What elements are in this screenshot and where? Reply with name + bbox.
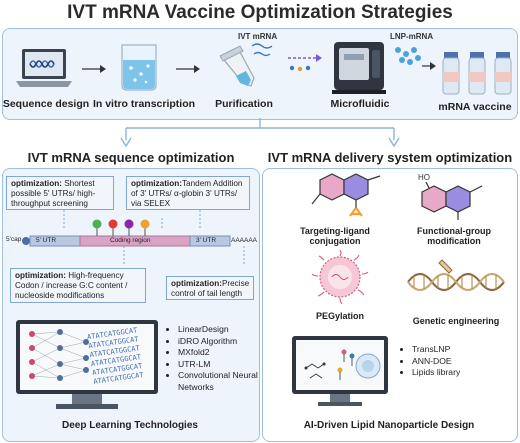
genetic-engineering-caption: Genetic engineering — [412, 316, 500, 326]
arrow-icon — [395, 47, 436, 70]
deep-learning-tools-list: LinearDesign iDRO Algorithm MXfold2 UTR-… — [168, 324, 262, 393]
pegylation-caption: PEGylation — [315, 311, 364, 321]
list-item: Lipids library — [412, 367, 512, 379]
step-label-mrna-vaccine: mRNA vaccine — [438, 101, 512, 113]
optimization-box-5utr: optimization: Shortest possible 5' UTRs/… — [6, 176, 114, 210]
step-label-in-vitro-transcription: In vitro transcription — [92, 98, 196, 110]
list-item: UTR-LM — [178, 359, 262, 371]
genetic-engineering-dna-icon — [407, 259, 505, 291]
optimization-label: optimization: — [11, 179, 62, 188]
targeting-ligand-molecule-icon — [311, 173, 381, 217]
vaccine-vials-icon — [442, 52, 512, 95]
neural-network-monitor-icon — [16, 320, 158, 409]
microfluidic-machine-icon — [332, 42, 386, 94]
list-item: MXfold2 — [178, 347, 262, 359]
ai-tools-list: TransLNP ANN-DOE Lipids library — [402, 344, 512, 379]
poly-a-tail-label: AAAAAA — [231, 237, 258, 244]
optimization-box-coding: optimization: High-frequency Codon / inc… — [10, 268, 146, 303]
page-title: IVT mRNA Vaccine Optimization Strategies — [67, 2, 453, 23]
arrow-icon — [82, 65, 106, 73]
list-item: TransLNP — [412, 344, 512, 356]
functional-group-molecule-icon: HO — [418, 173, 483, 220]
step-label-purification: Purification — [215, 98, 273, 110]
step-label-microfluidic: Microfluidic — [330, 98, 390, 110]
tube-icon — [219, 43, 273, 87]
optimization-label: optimization: — [131, 179, 182, 188]
optimization-box-tail: optimization:Precise control of tail len… — [166, 276, 254, 300]
coding-region-label: Coding region — [110, 237, 151, 244]
pipeline-panel — [2, 28, 518, 120]
lnp-mrna-tag: LNP-mRNA — [390, 32, 434, 41]
optimization-text: Precise control of tail length — [171, 279, 250, 298]
ai-lipid-monitor-icon — [292, 336, 388, 406]
ivt-mrna-tag: IVT mRNA — [238, 32, 278, 41]
beaker-icon — [121, 44, 157, 91]
ai-lnp-design-title: AI-Driven Lipid Nanoparticle Design — [303, 420, 475, 431]
branch-connector — [120, 118, 400, 148]
optimization-label: optimization: — [171, 279, 222, 288]
list-item: LinearDesign — [178, 324, 262, 336]
optimization-box-3utr: optimization:Tandem Addition of 3' UTRs/… — [126, 176, 250, 210]
mrna-structure-diagram — [22, 210, 245, 266]
dna-sequence-text: ATATCATGGCAT ATATCATGGCAT ATATCATGGCAT A… — [87, 323, 168, 387]
left-panel — [2, 168, 260, 442]
left-section-title: IVT mRNA sequence optimization — [27, 150, 235, 165]
utr3-label: 3' UTR — [196, 237, 217, 244]
deep-learning-title: Deep Learning Technologies — [62, 420, 198, 431]
right-section-title: IVT mRNA delivery system optimization — [267, 150, 513, 165]
targeting-ligand-caption: Targeting-ligand conjugation — [300, 226, 370, 246]
list-item: Convolutional Neural Networks — [178, 370, 262, 393]
list-item: ANN-DOE — [412, 356, 512, 368]
optimization-text: Shortest possible 5' UTRs/ high-throughp… — [11, 179, 96, 208]
arrow-icon — [176, 65, 200, 73]
step-label-sequence-design: Sequence design — [2, 98, 90, 110]
optimization-label: optimization: — [15, 271, 66, 280]
svg-text:HO: HO — [418, 173, 430, 182]
five-prime-cap-label: 5'cap — [6, 236, 22, 243]
optimization-text: High-frequency Codon / increase G:C cont… — [15, 271, 128, 300]
utr5-label: 5' UTR — [36, 237, 57, 244]
optimization-text: Tandem Addition of 3' UTRs/ α-globin 3' … — [131, 179, 243, 208]
arrow-icon — [288, 54, 322, 72]
laptop-icon — [16, 49, 72, 87]
list-item: iDRO Algorithm — [178, 336, 262, 348]
right-panel — [262, 168, 518, 442]
functional-group-caption: Functional-group modification — [417, 226, 491, 246]
pegylation-nanoparticle-icon — [311, 250, 369, 305]
